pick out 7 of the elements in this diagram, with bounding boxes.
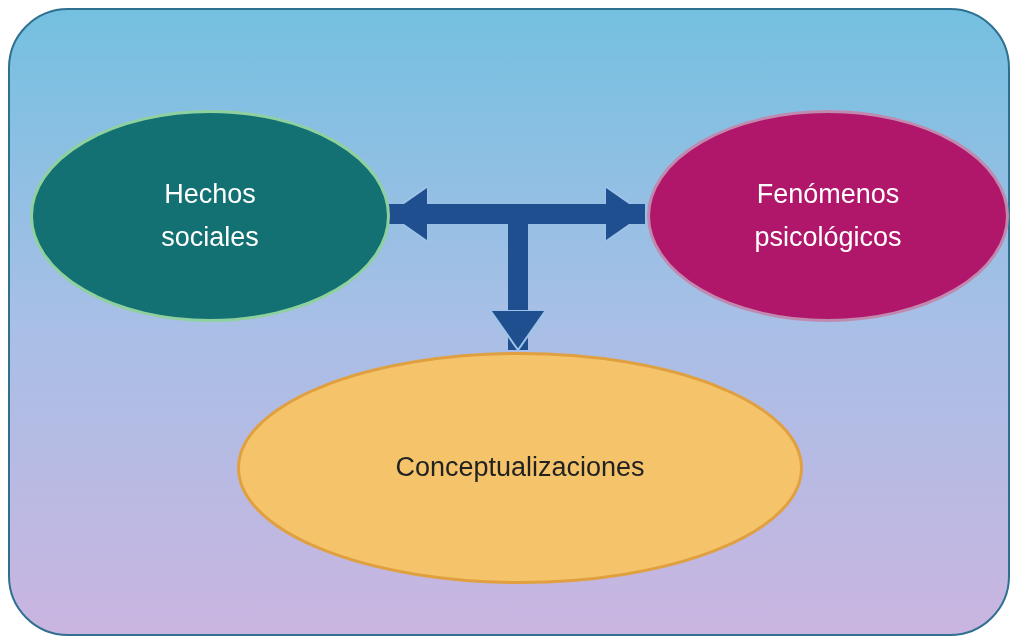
ellipse-node — [237, 352, 803, 584]
diagram-panel — [8, 8, 1010, 636]
ellipse-node — [647, 110, 1009, 322]
node-label: Hechos sociales — [160, 177, 260, 254]
ellipse-node — [30, 110, 390, 322]
node-label: Conceptualizaciones — [394, 451, 646, 485]
node-label: Fenómenos psicológicos — [753, 177, 903, 254]
